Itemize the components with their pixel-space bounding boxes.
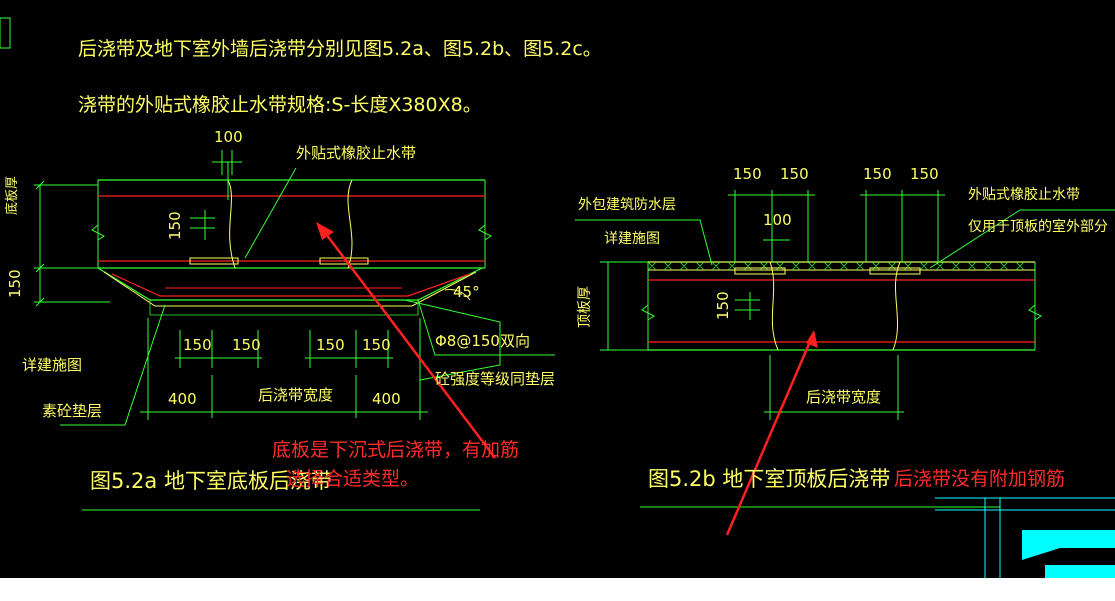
figure-b-drawing (575, 190, 1115, 508)
fig-a-dim-400-left: 400 (168, 390, 197, 408)
fig-b-dim-150-1: 150 (733, 165, 762, 183)
fig-a-label-plain-concrete: 素砼垫层 (42, 402, 103, 420)
fig-a-dim-150-side: 150 (6, 269, 24, 298)
fig-a-dim-150-3: 150 (316, 336, 345, 354)
fig-b-dim-150-4: 150 (910, 165, 939, 183)
annotation-arrows (316, 222, 818, 536)
fig-a-dim-400-right: 400 (372, 390, 401, 408)
fig-a-dim-150-2: 150 (232, 336, 261, 354)
fig-a-dim-150-4: 150 (362, 336, 391, 354)
annotation-note-b: 后浇带没有附加钢筋 (894, 468, 1066, 490)
fig-a-dim-150-inner: 150 (166, 211, 184, 240)
fig-b-dim-150-2: 150 (780, 165, 809, 183)
fig-b-label-band-width: 后浇带宽度 (806, 388, 882, 406)
fig-b-label-waterstop: 外贴式橡胶止水带 (968, 187, 1080, 203)
fig-a-label-slab-thickness: 底板厚 (5, 175, 20, 215)
annotation-note-a-line1: 底板是下沉式后浇带，有加筋 (272, 439, 520, 461)
fig-a-label-band-width: 后浇带宽度 (258, 386, 334, 404)
note-top-line: 后浇带及地下室外墙后浇带分别见图5.2a、图5.2b、图5.2c。 (78, 38, 602, 60)
sheet-frame (935, 497, 1115, 578)
corner-marker (0, 17, 11, 49)
cad-drawing-canvas: 后浇带及地下室外墙后浇带分别见图5.2a、图5.2b、图5.2c。 浇带的外贴式… (0, 0, 1115, 578)
fig-a-dim-150-1: 150 (183, 336, 212, 354)
note-spec-line: 浇带的外贴式橡胶止水带规格:S-长度X380X8。 (78, 94, 482, 116)
drawing-linework (0, 17, 1115, 578)
bottom-strip (0, 578, 1115, 601)
fig-b-dim-100: 100 (763, 211, 792, 229)
annotation-note-a-line2: 选择合适类型。 (286, 468, 420, 490)
fig-a-label-angle: 45° (453, 283, 480, 301)
fig-b-label-see-arch: 详建施图 (604, 231, 660, 247)
fig-a-dim-100: 100 (214, 128, 243, 146)
fig-a-caption: 图5.2a 地下室底板后浇带 (90, 469, 332, 493)
fig-a-label-rebar: Φ8@150双向 (435, 332, 530, 350)
fig-a-label-see-arch: 详建施图 (22, 356, 83, 374)
fig-b-label-slab-thickness: 顶板厚 (577, 286, 593, 328)
fig-a-label-same-grade: 砼强度等级同垫层 (435, 370, 556, 388)
fig-b-label-roof-only: 仅用于顶板的室外部分 (968, 219, 1108, 235)
fig-b-label-waterproof: 外包建筑防水层 (578, 197, 676, 213)
fig-b-caption: 图5.2b 地下室顶板后浇带 (648, 467, 891, 491)
fig-a-label-waterstop: 外贴式橡胶止水带 (296, 144, 417, 162)
figure-a-drawing (34, 150, 555, 511)
fig-b-dim-150-3: 150 (863, 165, 892, 183)
fig-b-dim-150-inner: 150 (714, 291, 732, 320)
